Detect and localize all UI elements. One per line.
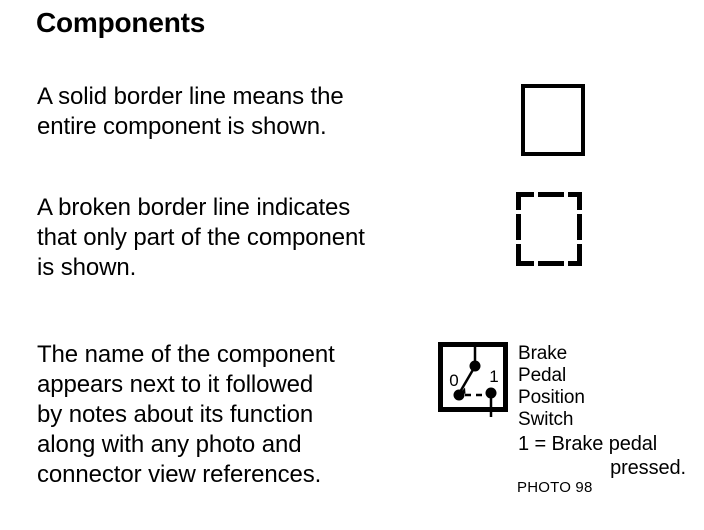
paragraph-solid-border-line-1: A solid border line means the <box>37 83 344 110</box>
dash-segment-bottom-middle <box>538 261 564 266</box>
dash-segment-left-top <box>516 192 521 210</box>
switch-blade <box>458 367 476 393</box>
switch-upper-contact-dot <box>469 360 481 372</box>
dash-segment-right-middle <box>577 214 582 240</box>
solid-border-example-box <box>521 84 585 156</box>
broken-border-example-box <box>516 192 582 266</box>
component-function-note-line-1: 1 = Brake pedal <box>518 433 658 455</box>
brake-pedal-position-switch-symbol: 0 1 <box>438 342 510 418</box>
dash-segment-top-middle <box>538 192 564 197</box>
component-name-line-4: Switch <box>518 409 574 430</box>
dash-segment-top-left <box>516 192 534 197</box>
photo-reference: PHOTO 98 <box>517 479 593 496</box>
component-name-callout: Brake Pedal Position Switch <box>518 343 585 431</box>
paragraph-component-naming-line-4: along with any photo and <box>37 431 302 458</box>
switch-position-label-1: 1 <box>489 367 498 386</box>
dash-segment-bottom-left <box>516 261 534 266</box>
switch-lower-contact-dot <box>485 387 497 399</box>
paragraph-broken-border: A broken border line indicates that only… <box>37 193 477 283</box>
paragraph-component-naming-line-1: The name of the component <box>37 341 335 368</box>
switch-pivot-dot <box>453 389 465 401</box>
paragraph-broken-border-line-3: is shown. <box>37 254 137 281</box>
paragraph-solid-border: A solid border line means the entire com… <box>37 82 457 142</box>
paragraph-component-naming: The name of the component appears next t… <box>37 340 447 490</box>
paragraph-broken-border-line-2: that only part of the component <box>37 224 365 251</box>
component-name-line-2: Pedal <box>518 365 567 386</box>
paragraph-component-naming-line-3: by notes about its function <box>37 401 314 428</box>
paragraph-solid-border-line-2: entire component is shown. <box>37 113 327 140</box>
page-title: Components <box>36 7 206 38</box>
dash-segment-left-middle <box>516 214 521 240</box>
dash-segment-right-bottom <box>577 244 582 266</box>
dash-segment-right-top <box>577 192 582 210</box>
component-function-note: 1 = Brake pedal pressed. <box>518 432 704 480</box>
paragraph-component-naming-line-5: connector view references. <box>37 461 322 488</box>
switch-position-label-0: 0 <box>449 371 458 390</box>
dash-segment-bottom-right <box>568 261 582 266</box>
switch-outline <box>438 342 508 412</box>
dash-segment-top-right <box>568 192 582 197</box>
component-name-line-3: Position <box>518 387 585 408</box>
dash-segment-left-bottom <box>516 244 521 266</box>
component-name-line-1: Brake <box>518 343 568 364</box>
paragraph-component-naming-line-2: appears next to it followed <box>37 371 314 398</box>
paragraph-broken-border-line-1: A broken border line indicates <box>37 194 351 221</box>
component-function-note-line-2: pressed. <box>610 457 686 479</box>
